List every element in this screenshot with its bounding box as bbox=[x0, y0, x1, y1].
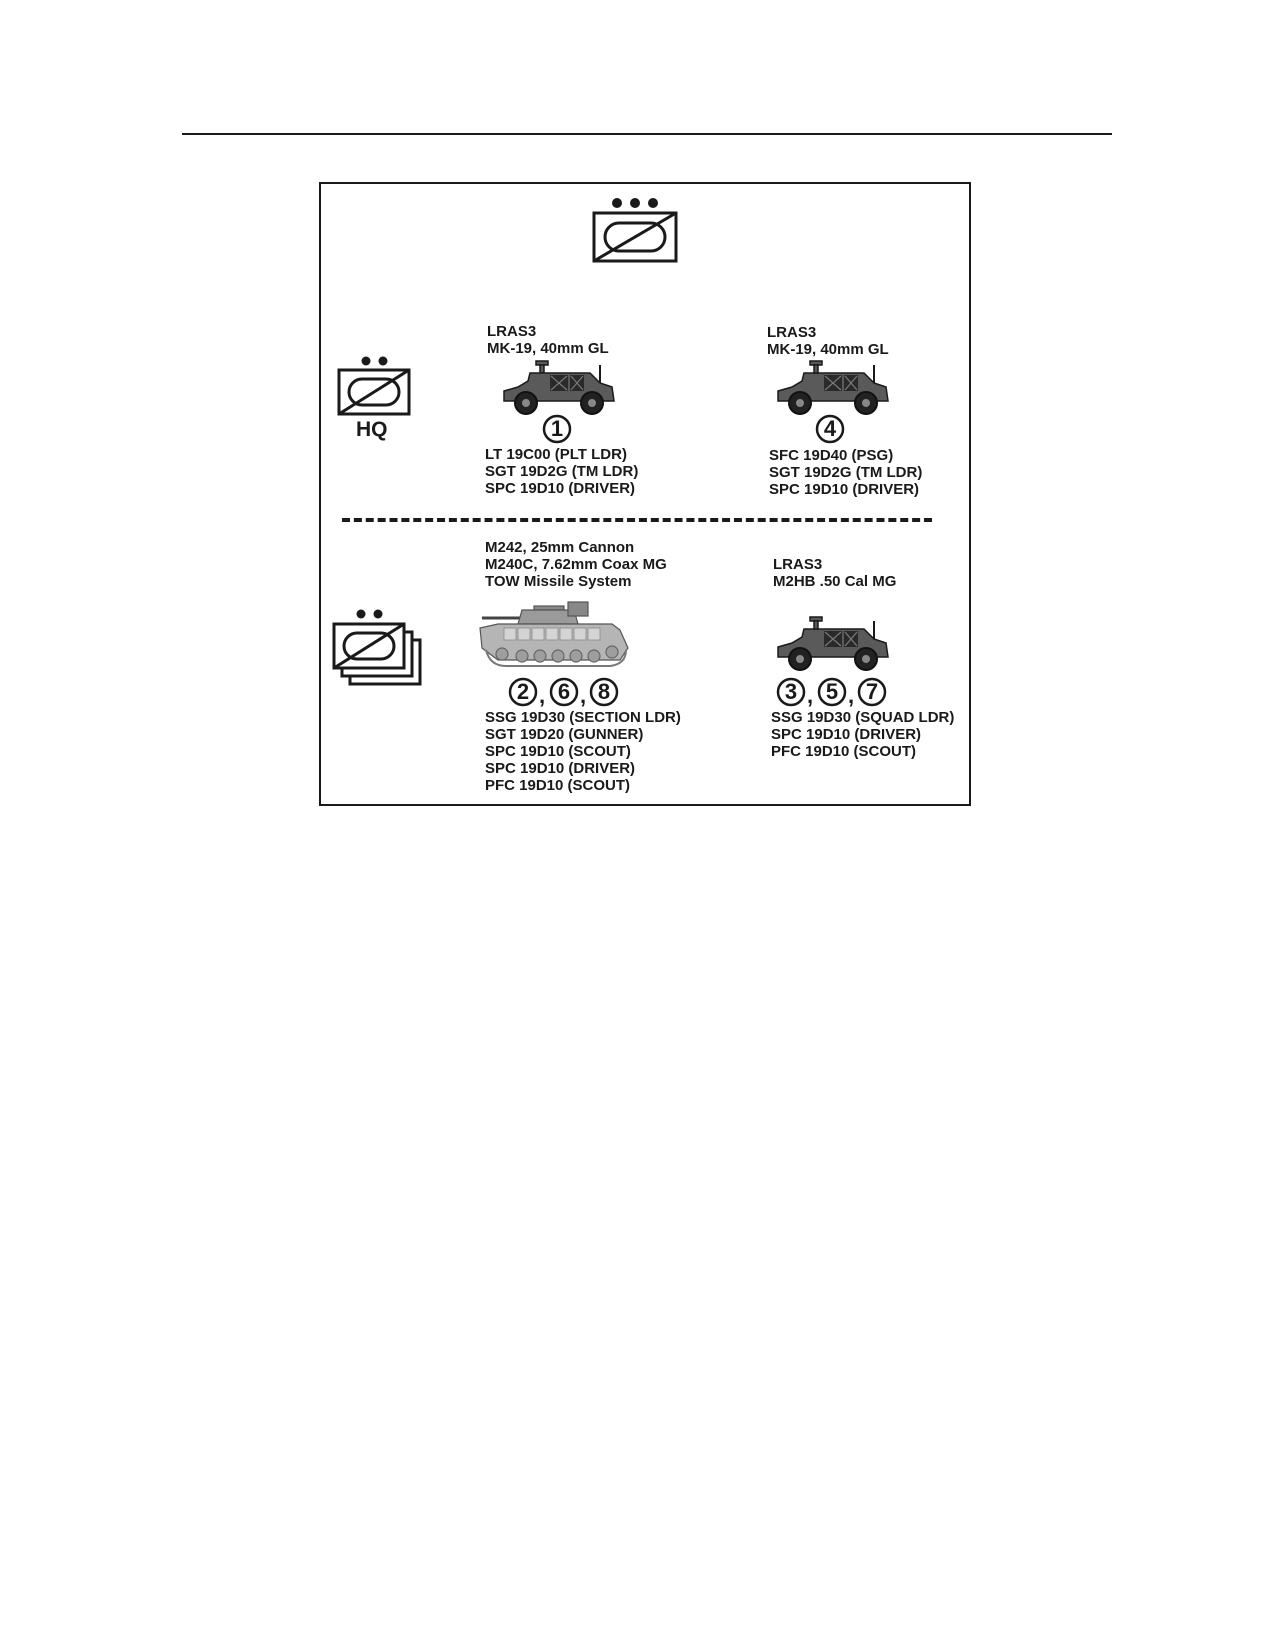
crew-member: SPC 19D10 (DRIVER) bbox=[769, 481, 920, 498]
vehicle-number-circle-icon bbox=[542, 414, 572, 444]
crew-member: SGT 19D2G (TM LDR) bbox=[485, 463, 639, 480]
vehicle-number: 1 bbox=[550, 416, 564, 441]
vehicle-number: 6 bbox=[557, 679, 571, 704]
vehicle-number-circle-icon bbox=[817, 677, 847, 707]
weapon-label: MK-19, 40mm GL bbox=[767, 341, 889, 358]
number-separator: , bbox=[539, 683, 546, 708]
vehicle-number-circle-icon bbox=[549, 677, 579, 707]
section-divider bbox=[342, 518, 932, 522]
weapon-label: LRAS3 bbox=[487, 323, 537, 340]
weapon-label: LRAS3 bbox=[773, 556, 823, 573]
vehicle-number-circle-icon bbox=[815, 414, 845, 444]
figure-frame bbox=[319, 182, 971, 806]
crew-member: SPC 19D10 (DRIVER) bbox=[485, 480, 636, 497]
crew-member: SSG 19D30 (SQUAD LDR) bbox=[771, 709, 955, 726]
weapon-label: M242, 25mm Cannon bbox=[485, 539, 635, 556]
number-separator: , bbox=[848, 683, 855, 708]
bradley-ifv-icon bbox=[479, 601, 629, 667]
vehicle-number-circle-icon bbox=[857, 677, 887, 707]
hq-label: HQ bbox=[356, 418, 388, 441]
number-separator: , bbox=[580, 683, 587, 708]
crew-member: SGT 19D2G (TM LDR) bbox=[769, 464, 923, 481]
crew-member: SPC 19D10 (SCOUT) bbox=[485, 743, 631, 760]
hmmwv-vehicle-icon bbox=[777, 360, 889, 415]
crew-member: SGT 19D20 (GUNNER) bbox=[485, 726, 644, 743]
weapon-label: M2HB .50 Cal MG bbox=[773, 573, 897, 590]
vehicle-number-circle-icon bbox=[508, 677, 538, 707]
weapon-label: MK-19, 40mm GL bbox=[487, 340, 609, 357]
vehicle-number-circle-icon bbox=[589, 677, 619, 707]
crew-member: SPC 19D10 (DRIVER) bbox=[485, 760, 636, 777]
crew-member: LT 19C00 (PLT LDR) bbox=[485, 446, 627, 463]
vehicle-number: 8 bbox=[597, 679, 611, 704]
crew-member: PFC 19D10 (SCOUT) bbox=[771, 743, 917, 760]
hmmwv-vehicle-icon bbox=[777, 616, 889, 671]
vehicle-number: 7 bbox=[865, 679, 879, 704]
vehicle-number: 3 bbox=[784, 679, 798, 704]
hmmwv-vehicle-icon bbox=[503, 360, 615, 415]
platoon-symbol-icon bbox=[592, 198, 678, 263]
vehicle-number-circle-icon bbox=[776, 677, 806, 707]
weapon-label: TOW Missile System bbox=[485, 573, 632, 590]
crew-member: SPC 19D10 (DRIVER) bbox=[771, 726, 922, 743]
crew-member: SFC 19D40 (PSG) bbox=[769, 447, 894, 464]
crew-member: SSG 19D30 (SECTION LDR) bbox=[485, 709, 681, 726]
page-header-rule bbox=[182, 133, 1112, 135]
crew-member: PFC 19D10 (SCOUT) bbox=[485, 777, 631, 794]
number-separator: , bbox=[807, 683, 814, 708]
section-stack-symbol-icon bbox=[332, 609, 422, 686]
section-symbol-icon bbox=[337, 356, 411, 416]
weapon-label: M240C, 7.62mm Coax MG bbox=[485, 556, 667, 573]
vehicle-number: 4 bbox=[823, 416, 837, 441]
weapon-label: LRAS3 bbox=[767, 324, 817, 341]
vehicle-number: 5 bbox=[825, 679, 839, 704]
vehicle-number: 2 bbox=[516, 679, 530, 704]
